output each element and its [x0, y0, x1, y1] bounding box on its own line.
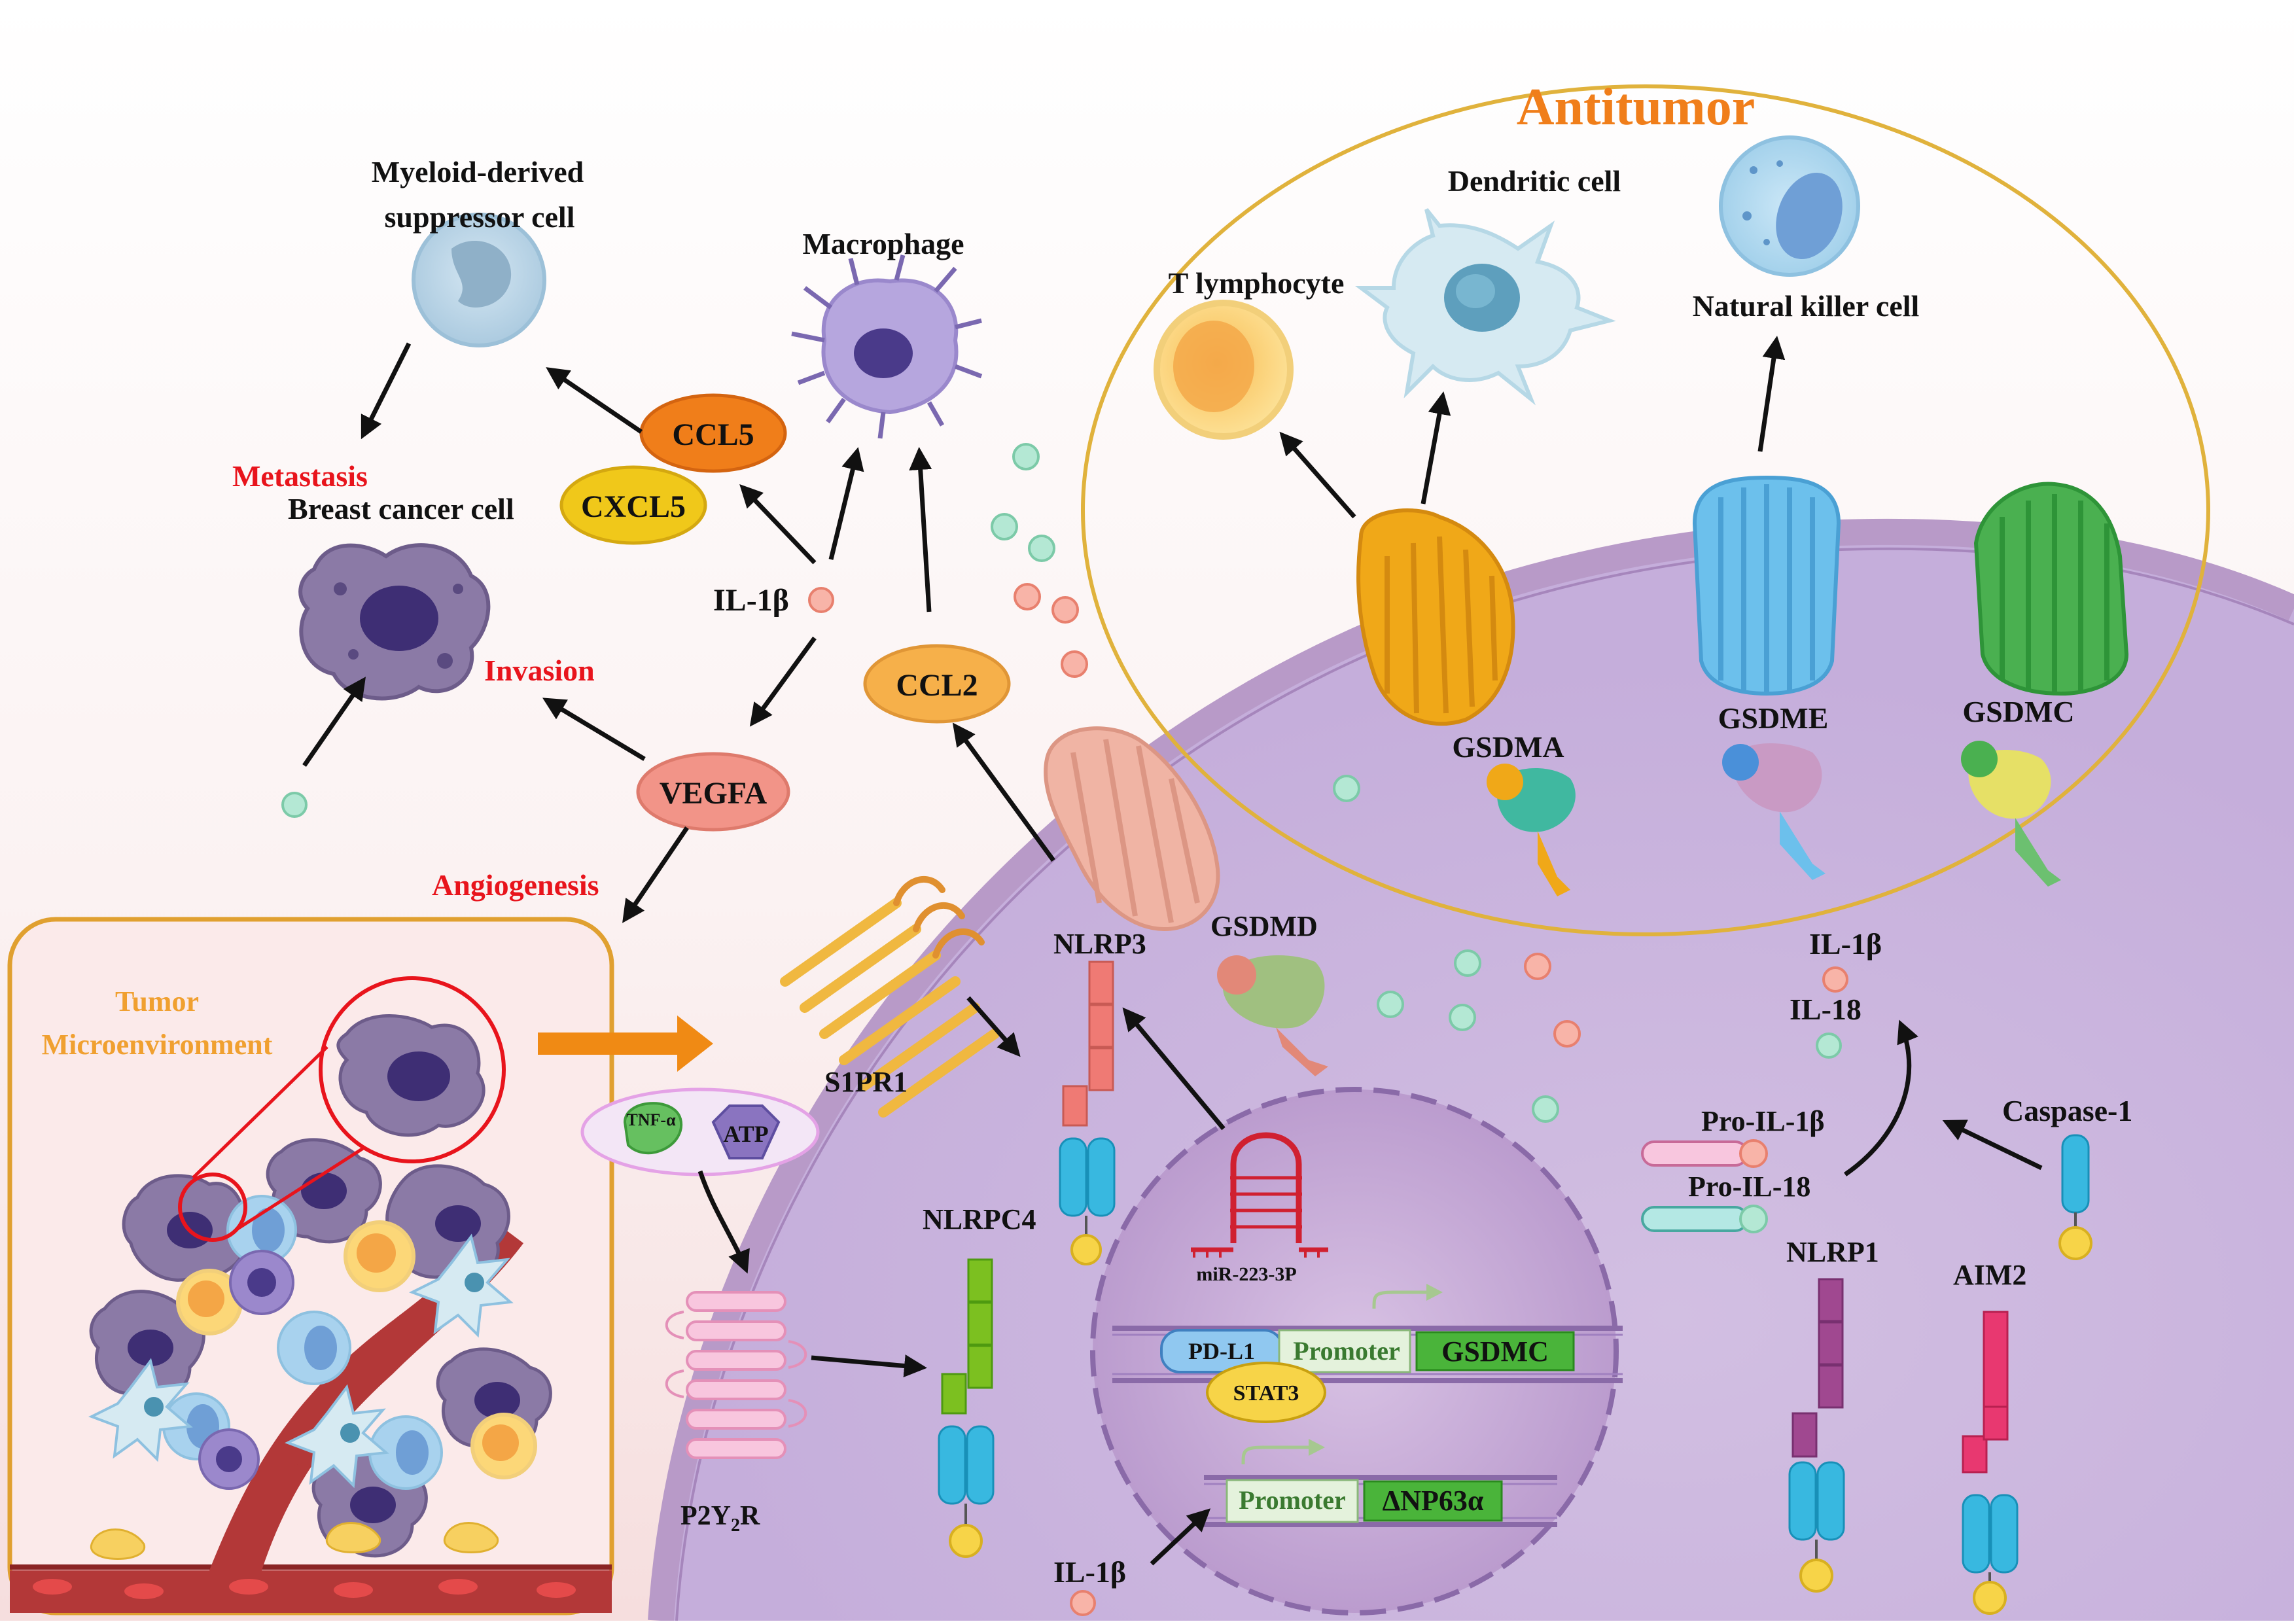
- vegfa-oval: VEGFA: [636, 752, 790, 832]
- il1b-bottom-dot: [1070, 1590, 1096, 1616]
- arrow-caspase1: [1942, 1120, 2043, 1171]
- pro-cytokines: [1641, 1139, 1768, 1233]
- cytokine-dots: [991, 443, 1581, 1123]
- gsdma-pore: [1356, 508, 1515, 726]
- tme-label-1: Tumor: [115, 985, 199, 1017]
- chemokine-dot: [281, 792, 308, 818]
- pdl1-label: PD-L1: [1188, 1338, 1255, 1364]
- cxcl5-oval: CXCL5: [559, 465, 707, 545]
- arrow-tnf-atp: [697, 1170, 750, 1274]
- caspase1-label: Caspase-1: [2002, 1094, 2132, 1127]
- tnf-label: TNF-α: [626, 1110, 676, 1129]
- arrow-pro-to-mature: [1844, 1019, 1918, 1176]
- metastasis-label: Metastasis: [232, 459, 368, 493]
- breast-cancer-cell: [298, 543, 491, 701]
- nlrpc4-receptor: [938, 1258, 995, 1558]
- gsdmc-label: GSDMC: [1962, 695, 2074, 728]
- arrow-gsdme-to-nk: [1757, 336, 1786, 452]
- t-lymphocyte: [1154, 300, 1294, 440]
- ccl2-oval: CCL2: [863, 644, 1011, 724]
- antitumor-region: [1081, 84, 2210, 936]
- caspase1: [2058, 1134, 2092, 1260]
- gsdmc-pore: [1973, 482, 2129, 696]
- mirna-label: miR-223-3P: [1196, 1263, 1296, 1285]
- gsdme-pore: [1692, 475, 1841, 696]
- nlrp1-receptor: [1788, 1278, 1845, 1593]
- np63-label: ΔNP63α: [1383, 1485, 1484, 1517]
- natural-killer-cell: [1719, 135, 1860, 277]
- aim2-receptor: [1962, 1311, 2019, 1615]
- invasion-label: Invasion: [484, 654, 595, 687]
- tme-label-2: Microenvironment: [42, 1029, 273, 1061]
- arrow-s1pr1: [966, 996, 1021, 1057]
- breast-cancer-label: Breast cancer cell: [288, 492, 514, 525]
- mdsc-label-2: suppressor cell: [385, 200, 575, 234]
- p2y2r-main: P2Y: [680, 1501, 731, 1531]
- il1b-label-top: IL-1β: [713, 583, 789, 618]
- atp-label: ATP: [723, 1121, 768, 1147]
- nlrp1-label: NLRP1: [1786, 1236, 1879, 1268]
- tnf-atp-group: [580, 1087, 820, 1176]
- gsdmd-label: GSDMD: [1210, 910, 1318, 942]
- pro-il1b-label: Pro-IL-1β: [1701, 1105, 1825, 1137]
- top-left-arrows: [302, 342, 1055, 923]
- nucleus: [1090, 1087, 1623, 1615]
- cxcl5-label: CXCL5: [581, 489, 686, 524]
- macrophage-label: Macrophage: [802, 227, 964, 260]
- antitumor-title: Antitumor: [1517, 79, 1755, 136]
- aim2-label: AIM2: [1953, 1259, 2026, 1291]
- gsdme-monomer: [1722, 743, 1826, 880]
- angiogenesis-label: Angiogenesis: [432, 868, 599, 902]
- s1pr1-label: S1PR1: [824, 1066, 908, 1098]
- ccl2-label: CCL2: [896, 668, 978, 703]
- il1b-right-label: IL-1β: [1809, 927, 1882, 961]
- nlrpc4-label: NLRPC4: [923, 1203, 1036, 1235]
- arrow-gsdma-to-t: [1279, 431, 1356, 519]
- pro-il18-label: Pro-IL-18: [1688, 1171, 1810, 1203]
- tme-arrow: [538, 1015, 713, 1072]
- promoter1-label: Promoter: [1293, 1336, 1400, 1366]
- s1pr1-receptor: [780, 875, 1000, 1118]
- p2y2r-receptor: [665, 1291, 807, 1459]
- vegfa-label: VEGFA: [660, 776, 768, 811]
- il1b-right-dot: [1822, 966, 1848, 993]
- stat3-label: STAT3: [1233, 1381, 1299, 1405]
- ccl5-label: CCL5: [672, 417, 754, 452]
- dendritic-cell: [1355, 208, 1616, 406]
- ccl5-oval: CCL5: [639, 393, 787, 473]
- nk-cell-label: Natural killer cell: [1693, 289, 1920, 323]
- gsdme-label: GSDME: [1718, 701, 1829, 735]
- gsdma-label: GSDMA: [1452, 730, 1564, 764]
- gsdmc-monomer: [1961, 741, 2061, 887]
- mdsc-label-1: Myeloid-derived: [372, 155, 584, 188]
- mdsc-cell: [412, 213, 546, 347]
- il1b-dot: [808, 587, 834, 613]
- arrow-gsdma-to-dc: [1421, 391, 1451, 504]
- il18-label: IL-18: [1790, 993, 1862, 1026]
- arrow-il1b-bottom: [1150, 1508, 1211, 1566]
- nlrp3-label: NLRP3: [1053, 928, 1146, 960]
- il18-dot: [1816, 1033, 1842, 1059]
- p2y2r-sub: 2: [731, 1515, 740, 1536]
- nlrp3-receptor: [1059, 961, 1116, 1265]
- p2y2r-tail: R: [740, 1501, 760, 1531]
- il1b-bottom-label: IL-1β: [1053, 1555, 1126, 1589]
- nlrp3-inflammasome: [1044, 726, 1220, 932]
- gsdmc-gene-label: GSDMC: [1441, 1335, 1549, 1368]
- gsdma-monomer: [1487, 764, 1576, 896]
- arrow-p2y2r: [811, 1354, 927, 1377]
- dendritic-cell-label: Dendritic cell: [1448, 164, 1621, 198]
- arrow-mirna-to-nlrp3: [1122, 1007, 1226, 1131]
- t-lymphocyte-label: T lymphocyte: [1169, 266, 1345, 300]
- p2y2r-label: P2Y2R: [680, 1501, 760, 1536]
- macrophage-cell: [791, 255, 983, 439]
- gsdmd-monomer: [1217, 955, 1328, 1076]
- promoter2-label: Promoter: [1239, 1485, 1346, 1515]
- tumor-microenvironment-box: [7, 917, 614, 1615]
